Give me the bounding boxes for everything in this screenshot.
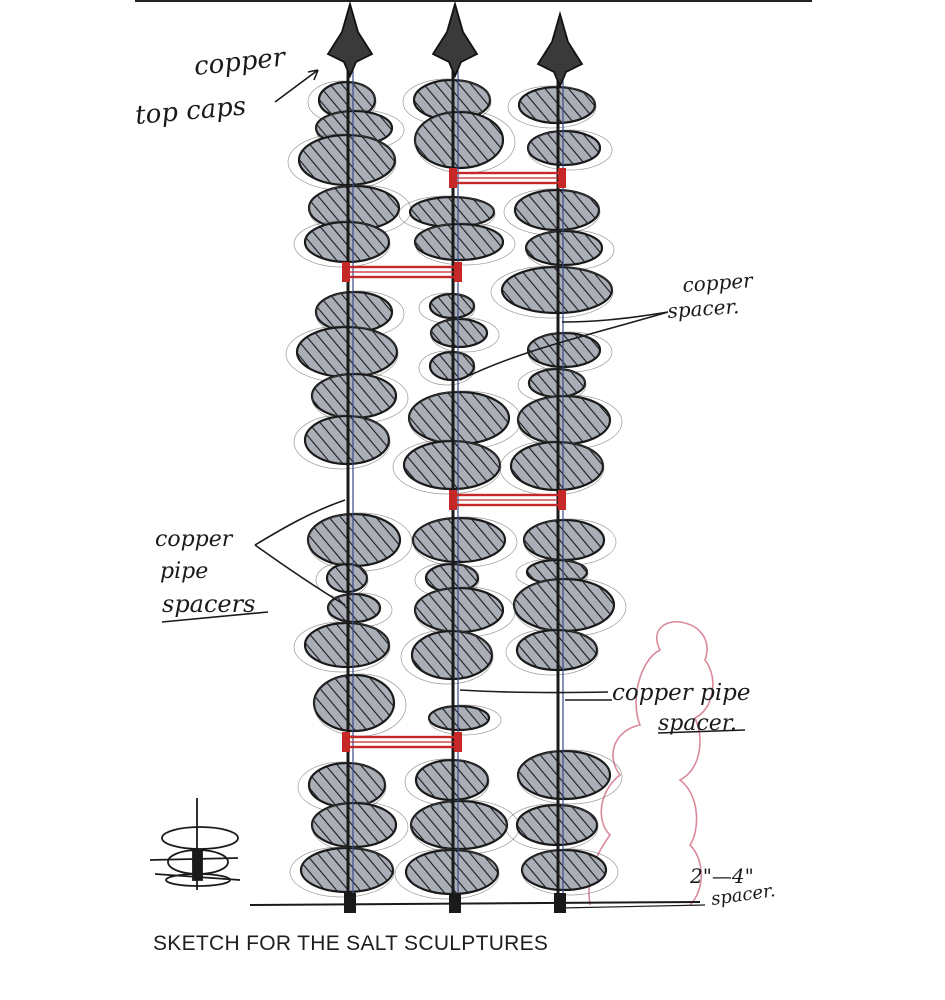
copper-spacer-collar [342,262,350,282]
figure-caption: SKETCH FOR THE SALT SCULPTURES [153,932,549,955]
salt-stone [429,317,489,349]
leader-pipe-spacers-2 [254,544,346,606]
copper-top-cap [326,0,374,79]
salt-stone [427,704,491,732]
salt-stone [520,848,608,892]
salt-stone [526,129,602,167]
salt-stone [413,110,505,170]
salt-stone [306,512,402,568]
salt-stone-outline [418,350,476,386]
salt-stone [312,673,396,733]
label-top-caps-1: copper [193,42,289,82]
copper-top-cap [431,0,479,79]
salt-stone-outline [400,629,494,685]
label-pipe-spacer-lower-2: spacer. [658,711,737,736]
salt-stone [411,516,507,564]
copper-spacers [342,168,566,752]
salt-stone-outline [428,704,502,736]
salt-stone [314,290,394,334]
copper-top-cap [536,10,584,89]
label-pipe-spacers-3: spacers [162,590,255,618]
leader-pipe-spacer-lower [459,689,609,694]
rod-base [344,893,356,913]
spacer-lower-underline [657,729,746,734]
copper-spacer-collar [449,168,457,188]
salt-stone [526,331,602,369]
spacers-underline [161,611,269,623]
arrow-top-caps [274,69,319,103]
salt-stone [407,390,511,446]
copper-top-caps [326,0,584,89]
copper-spacer-collar [449,490,457,510]
salt-stone-outline [505,628,599,676]
label-spacer-right-2: spacer. [667,294,740,323]
copper-spacer-collar [454,732,462,752]
ground-line-2 [559,904,706,909]
salt-stone [409,799,509,851]
label-pipe-spacer-lower-1: copper pipe [612,680,751,706]
copper-spacer-collar [558,490,566,510]
salt-stone-outline [507,85,597,129]
pink-tree-outline [588,621,714,906]
salt-stone-outline [521,848,619,896]
salt-stone-outline [293,414,391,470]
label-pipe-spacers-1: copper [155,527,234,552]
salt-stone-outline [289,846,395,898]
leader-spacer-right-2 [459,311,669,381]
leader-pipe-spacers-1 [254,499,346,546]
salt-stone-outline [392,439,502,495]
leader-lines [161,69,746,734]
salt-stone [310,801,398,849]
ground-line [249,901,701,906]
label-gap-size: 2"—4" [689,864,754,888]
salt-stone [516,749,612,801]
salt-stone-outline [293,621,391,673]
salt-stone [413,586,505,634]
salt-stones [285,78,627,900]
salt-stone [524,229,604,267]
salt-stone-outline [394,848,500,900]
salt-stone-outline [517,749,623,805]
label-top-caps-2: top caps [134,91,247,131]
salt-stone-outline [527,129,613,171]
salt-stone-outline [414,222,516,266]
copper-spacer-collar [558,168,566,188]
salt-stone [326,592,382,624]
copper-spacer-collar [454,262,462,282]
label-pipe-spacers-2: pipe [160,559,208,584]
small-profile-sketch [149,798,241,890]
salt-stone [512,577,616,633]
salt-stone [310,372,398,420]
leader-spacer-right-1 [561,311,669,323]
copper-spacer-collar [342,732,350,752]
salt-stone-outline [490,265,614,319]
salt-stone [516,394,612,446]
salt-stone-outline [430,317,500,353]
label-spacer-right-1: copper [682,268,755,297]
salt-stone [522,518,606,562]
